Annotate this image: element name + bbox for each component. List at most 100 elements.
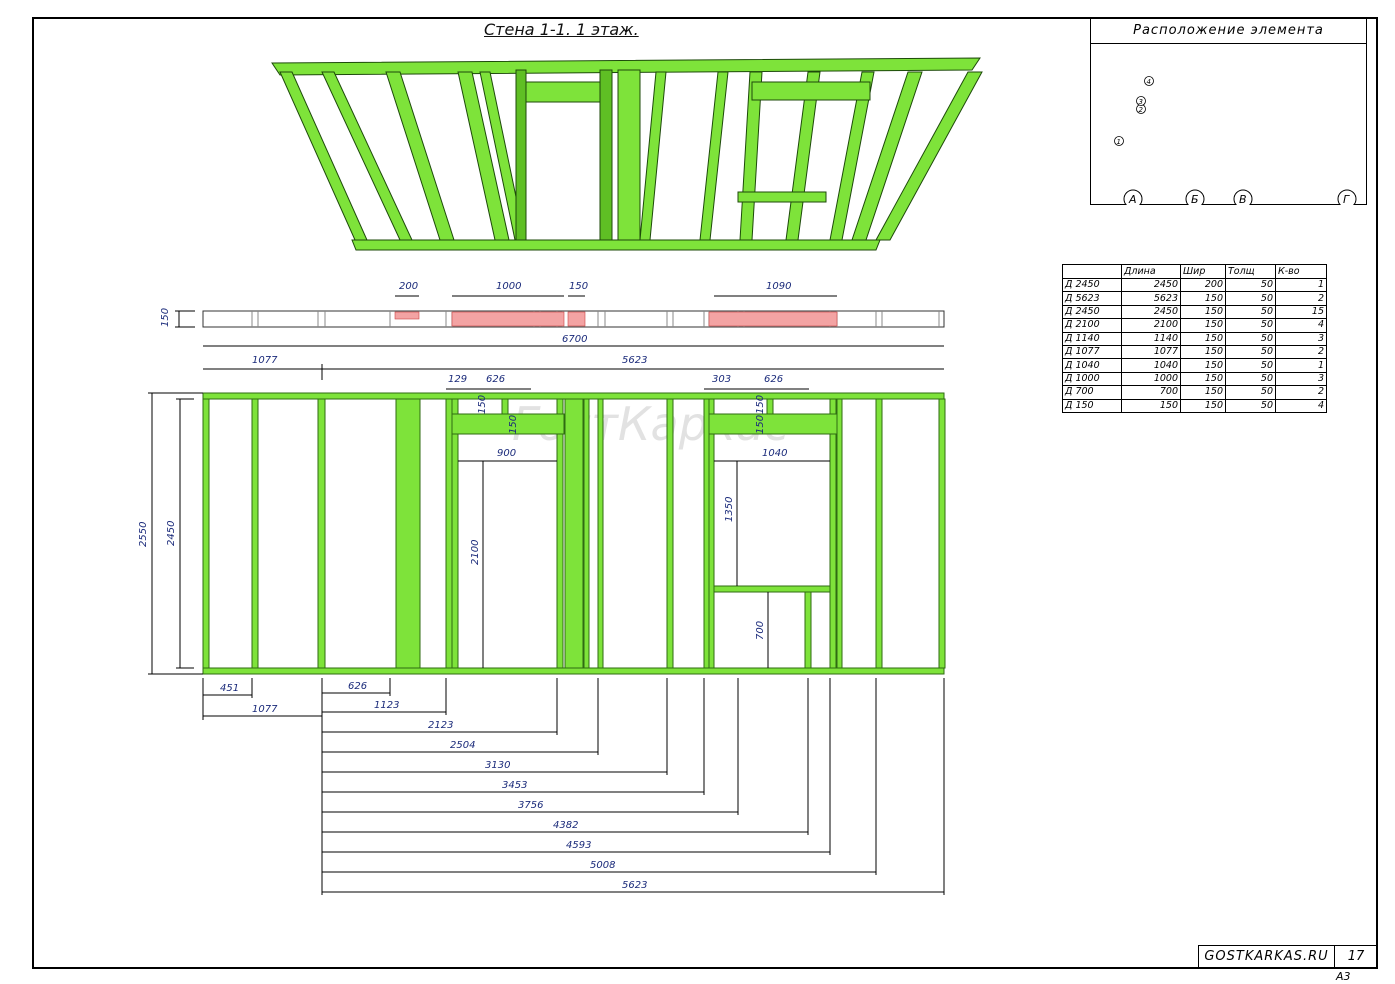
spec-cell: 150 (1121, 398, 1181, 413)
window-sill-cripple (804, 591, 812, 669)
perspective-studs (279, 71, 983, 241)
callout-marker (1114, 136, 1124, 146)
bottom-dim-label: 4382 (553, 820, 578, 831)
door-cripple-stud (501, 398, 509, 415)
bottom-dim-label: 2504 (450, 740, 475, 751)
bottom-dimension-chain: 4511077626112321232504313034533756438245… (202, 678, 945, 895)
spec-cell: 2450 (1121, 304, 1181, 320)
spec-cell: Д 5623 (1062, 291, 1122, 306)
perspective-stud (385, 71, 455, 241)
spec-cell: 50 (1225, 385, 1276, 400)
spec-col-name (1062, 264, 1122, 279)
stud (583, 398, 590, 669)
sheet-frame (32, 17, 1378, 969)
top-plate (202, 392, 945, 400)
perspective-window-frame (737, 81, 871, 203)
plan-highlight-150 (567, 311, 586, 327)
perspective-stud (699, 71, 729, 241)
axis-marker (1233, 189, 1253, 205)
spec-cell: 2 (1275, 344, 1327, 360)
callout-label: 1 (1117, 138, 1121, 146)
perspective-stud (875, 71, 983, 241)
window-height-dim: 1350 (724, 497, 735, 522)
bottom-dim-label: 3756 (518, 800, 543, 811)
axis-label: Г (1343, 193, 1350, 205)
spec-cell: 150 (1180, 385, 1226, 400)
axis-label: А (1128, 193, 1137, 205)
left-dim-2550: 2550 (138, 522, 149, 547)
plan-opening-label-4: 1090 (766, 281, 791, 292)
axis-marker (1337, 189, 1357, 205)
spec-cell: 150 (1180, 358, 1226, 373)
spec-cell: 50 (1225, 331, 1276, 346)
perspective-door-frame (515, 69, 641, 241)
spec-cell: 50 (1225, 398, 1276, 413)
spec-cell: Д 1000 (1062, 371, 1122, 387)
spec-cell: Д 1077 (1062, 344, 1122, 360)
spec-cell: 3 (1275, 331, 1327, 346)
stud (597, 398, 604, 669)
door-offset-dim: 129 (448, 374, 467, 385)
axis-marker (1123, 189, 1143, 205)
spec-cell: 1040 (1121, 358, 1181, 373)
spec-cell: Д 2100 (1062, 318, 1122, 333)
window-header (708, 413, 838, 435)
callout-label: 4 (1147, 78, 1151, 86)
stud (451, 398, 459, 669)
spec-cell: 150 (1180, 331, 1226, 346)
door-width-dim: 900 (497, 448, 516, 459)
spec-col-thickness: Толщ (1225, 264, 1276, 279)
location-title: Расположение элемента (1091, 19, 1366, 44)
sill-height-dim: 700 (755, 621, 766, 640)
elevation-studs (202, 398, 946, 669)
stud (708, 398, 715, 669)
plan-opening-label-3: 150 (569, 281, 588, 292)
stud (445, 398, 453, 669)
plan-highlight-1000 (451, 311, 565, 327)
elevation-view: ГостКаркас 1077 5623 129 626 303 626 (138, 355, 946, 895)
callout-marker (1144, 76, 1154, 86)
spec-cell: 700 (1121, 385, 1181, 400)
spec-cell: 50 (1225, 291, 1276, 306)
bottom-dim-label: 2123 (428, 720, 453, 731)
spec-cell: 50 (1225, 277, 1276, 293)
spec-cell: 150 (1180, 318, 1226, 333)
bottom-dim-label: 3453 (502, 780, 527, 791)
perspective-stud (829, 71, 875, 241)
door-height-dim: 2100 (470, 540, 481, 565)
spec-cell: 50 (1225, 304, 1276, 320)
door-header-dim-1: 150 (477, 395, 488, 414)
spec-cell: 3 (1275, 371, 1327, 387)
spec-cell: 1140 (1121, 331, 1181, 346)
window-header-dim-1: 150 (755, 395, 766, 414)
page-number: 17 (1334, 945, 1378, 969)
perspective-stud (851, 71, 923, 241)
spec-table-header: Длина Шир Толщ К-во (1062, 264, 1327, 279)
callout-label: 3 (1139, 98, 1143, 106)
spec-col-length: Длина (1121, 264, 1181, 279)
window-width-dim: 1040 (762, 448, 787, 459)
plan-highlight-200 (394, 311, 420, 320)
perspective-top-plate (271, 57, 981, 76)
drawing-title: Стена 1-1. 1 этаж. (484, 20, 639, 39)
spec-cell: 5623 (1121, 291, 1181, 306)
window-stud-dim: 626 (764, 374, 783, 385)
sheet-format: А3 (1336, 970, 1351, 983)
spec-cell: 150 (1180, 304, 1226, 320)
bottom-dim-label: 4593 (566, 840, 591, 851)
spec-col-qty: К-во (1275, 264, 1327, 279)
plan-opening-label-2: 1000 (496, 281, 521, 292)
door-header-dim-2: 150 (508, 415, 519, 434)
bottom-dim-label: 5008 (590, 860, 615, 871)
axis-label: В (1239, 193, 1247, 205)
door-stud-dim: 626 (486, 374, 505, 385)
spec-cell: 1 (1275, 277, 1327, 293)
plan-highlight-1090 (708, 311, 838, 327)
spec-cell: 150 (1180, 371, 1226, 387)
perspective-stud (321, 71, 413, 241)
